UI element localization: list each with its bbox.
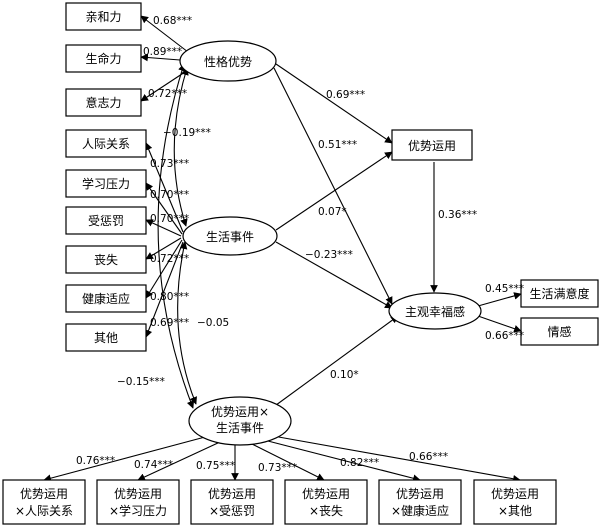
coef-b1: 0.76*** xyxy=(76,455,115,467)
node-b2: 优势运用 ×学习压力 xyxy=(96,479,180,525)
svg-text:优势运用: 优势运用 xyxy=(302,487,350,501)
svg-text:优势运用: 优势运用 xyxy=(208,487,256,501)
node-shouchengfa: 受惩罚 xyxy=(65,206,147,235)
coef-qinggan: 0.66*** xyxy=(485,330,524,342)
coef-qita: 0.69*** xyxy=(150,317,189,329)
path-shenghuo-youshi xyxy=(275,151,393,231)
svg-text:×学习压力: ×学习压力 xyxy=(109,503,167,518)
path-shenghuo-xuexi xyxy=(145,182,183,235)
svg-text:生活事件: 生活事件 xyxy=(216,421,264,435)
coef-sh-youshi: 0.07* xyxy=(318,206,347,218)
coef-shouchengfa: 0.70*** xyxy=(150,213,189,225)
svg-text:优势运用: 优势运用 xyxy=(408,139,456,153)
svg-text:×受惩罚: ×受惩罚 xyxy=(209,504,255,518)
coef-b5: 0.82*** xyxy=(340,457,379,469)
coef-renji: 0.73*** xyxy=(150,158,189,170)
path-int-b2 xyxy=(137,441,221,481)
node-manyi: 生活满意度 xyxy=(520,279,599,308)
svg-text:×人际关系: ×人际关系 xyxy=(15,504,73,518)
latent-interaction: 优势运用× 生活事件 xyxy=(188,396,292,446)
svg-text:意志力: 意志力 xyxy=(85,95,121,110)
coef-corr-sh-int: −0.05 xyxy=(197,317,229,329)
node-b6: 优势运用 ×其他 xyxy=(473,479,557,525)
svg-text:受惩罚: 受惩罚 xyxy=(88,214,124,228)
path-xingge-youshi xyxy=(275,63,393,144)
node-b4: 优势运用 ×丧失 xyxy=(284,479,368,525)
node-sangshi: 丧失 xyxy=(65,245,147,274)
coef-xuexi: 0.70*** xyxy=(150,189,189,201)
svg-text:亲和力: 亲和力 xyxy=(85,10,121,24)
path-shenghuo-shouchengfa xyxy=(145,219,182,237)
svg-text:人际关系: 人际关系 xyxy=(82,137,130,151)
path-int-b1 xyxy=(43,436,206,482)
svg-text:生活事件: 生活事件 xyxy=(206,230,254,244)
coef-sh-zhuguan: −0.23*** xyxy=(305,249,353,261)
path-xingge-zhuguan xyxy=(273,67,393,305)
coef-corr-xg-int: −0.15*** xyxy=(117,376,165,388)
node-renji: 人际关系 xyxy=(65,129,147,158)
svg-text:优势运用: 优势运用 xyxy=(396,487,444,501)
coef-sangshi: 0.72*** xyxy=(150,253,189,265)
svg-text:主观幸福感: 主观幸福感 xyxy=(405,304,465,319)
svg-text:健康适应: 健康适应 xyxy=(82,291,130,306)
node-xuexi: 学习压力 xyxy=(65,169,147,198)
coef-youshi-zhuguan: 0.36*** xyxy=(438,209,477,221)
path-shenghuo-jiankang xyxy=(145,239,183,299)
path-shenghuo-renji xyxy=(145,142,184,233)
node-youshi: 优势运用 xyxy=(391,129,473,161)
coef-b2: 0.74*** xyxy=(134,459,173,471)
coef-b4: 0.73*** xyxy=(258,462,297,474)
path-zhuguan-manyi xyxy=(477,292,522,307)
node-qinggan: 情感 xyxy=(520,317,599,346)
path-interaction-zhuguan xyxy=(271,315,399,409)
path-zhuguan-qinggan xyxy=(477,315,522,333)
latent-shenghuo: 生活事件 xyxy=(182,216,278,256)
node-yizhi: 意志力 xyxy=(65,88,142,117)
coef-b6: 0.66*** xyxy=(409,451,448,463)
svg-text:×丧失: ×丧失 xyxy=(309,503,343,518)
node-shengming: 生命力 xyxy=(65,44,142,73)
node-jiankang: 健康适应 xyxy=(65,284,147,313)
path-xingge-shengming xyxy=(140,53,181,62)
latent-xingge: 性格优势 xyxy=(179,40,277,82)
svg-text:×其他: ×其他 xyxy=(498,504,532,518)
coef-xg-youshi: 0.69*** xyxy=(326,89,365,101)
svg-text:优势运用: 优势运用 xyxy=(20,487,68,501)
node-qinhe: 亲和力 xyxy=(65,2,142,31)
svg-text:丧失: 丧失 xyxy=(94,252,118,267)
coef-corr-xg-sh: −0.19*** xyxy=(163,127,211,139)
coef-manyi: 0.45*** xyxy=(485,283,524,295)
path-shenghuo-qita xyxy=(144,241,184,338)
coef-b3: 0.75*** xyxy=(196,460,235,472)
coef-jiankang: 0.80*** xyxy=(150,291,189,303)
svg-text:×健康适应: ×健康适应 xyxy=(391,503,449,518)
node-b5: 优势运用 ×健康适应 xyxy=(378,479,462,525)
svg-text:性格优势: 性格优势 xyxy=(204,54,252,69)
corr-xingge-interaction xyxy=(157,63,195,409)
svg-text:生活满意度: 生活满意度 xyxy=(529,286,589,301)
node-b1: 优势运用 ×人际关系 xyxy=(2,479,86,525)
path-int-b5 xyxy=(263,439,421,483)
path-int-b6 xyxy=(272,435,521,483)
coef-xg-zhuguan: 0.51*** xyxy=(318,139,357,151)
coef-shengming: 0.89*** xyxy=(143,46,182,58)
path-int-b4 xyxy=(249,442,325,481)
latent-zhuguan: 主观幸福感 xyxy=(388,292,482,330)
svg-text:优势运用: 优势运用 xyxy=(491,487,539,501)
svg-text:学习压力: 学习压力 xyxy=(82,176,130,191)
svg-text:情感: 情感 xyxy=(547,324,571,339)
coef-yizhi: 0.72*** xyxy=(148,88,187,100)
svg-text:优势运用: 优势运用 xyxy=(114,487,162,501)
coef-int-zhuguan: 0.10* xyxy=(330,369,359,381)
path-shenghuo-zhuguan xyxy=(275,241,393,309)
node-qita: 其他 xyxy=(65,323,147,352)
svg-text:生命力: 生命力 xyxy=(85,51,121,66)
coef-qinhe: 0.68*** xyxy=(153,15,192,27)
node-b3: 优势运用 ×受惩罚 xyxy=(190,479,274,525)
path-shenghuo-sangshi xyxy=(145,237,182,260)
svg-text:优势运用×: 优势运用× xyxy=(211,405,269,419)
svg-text:其他: 其他 xyxy=(94,331,118,345)
path-xingge-qinhe xyxy=(140,15,189,53)
